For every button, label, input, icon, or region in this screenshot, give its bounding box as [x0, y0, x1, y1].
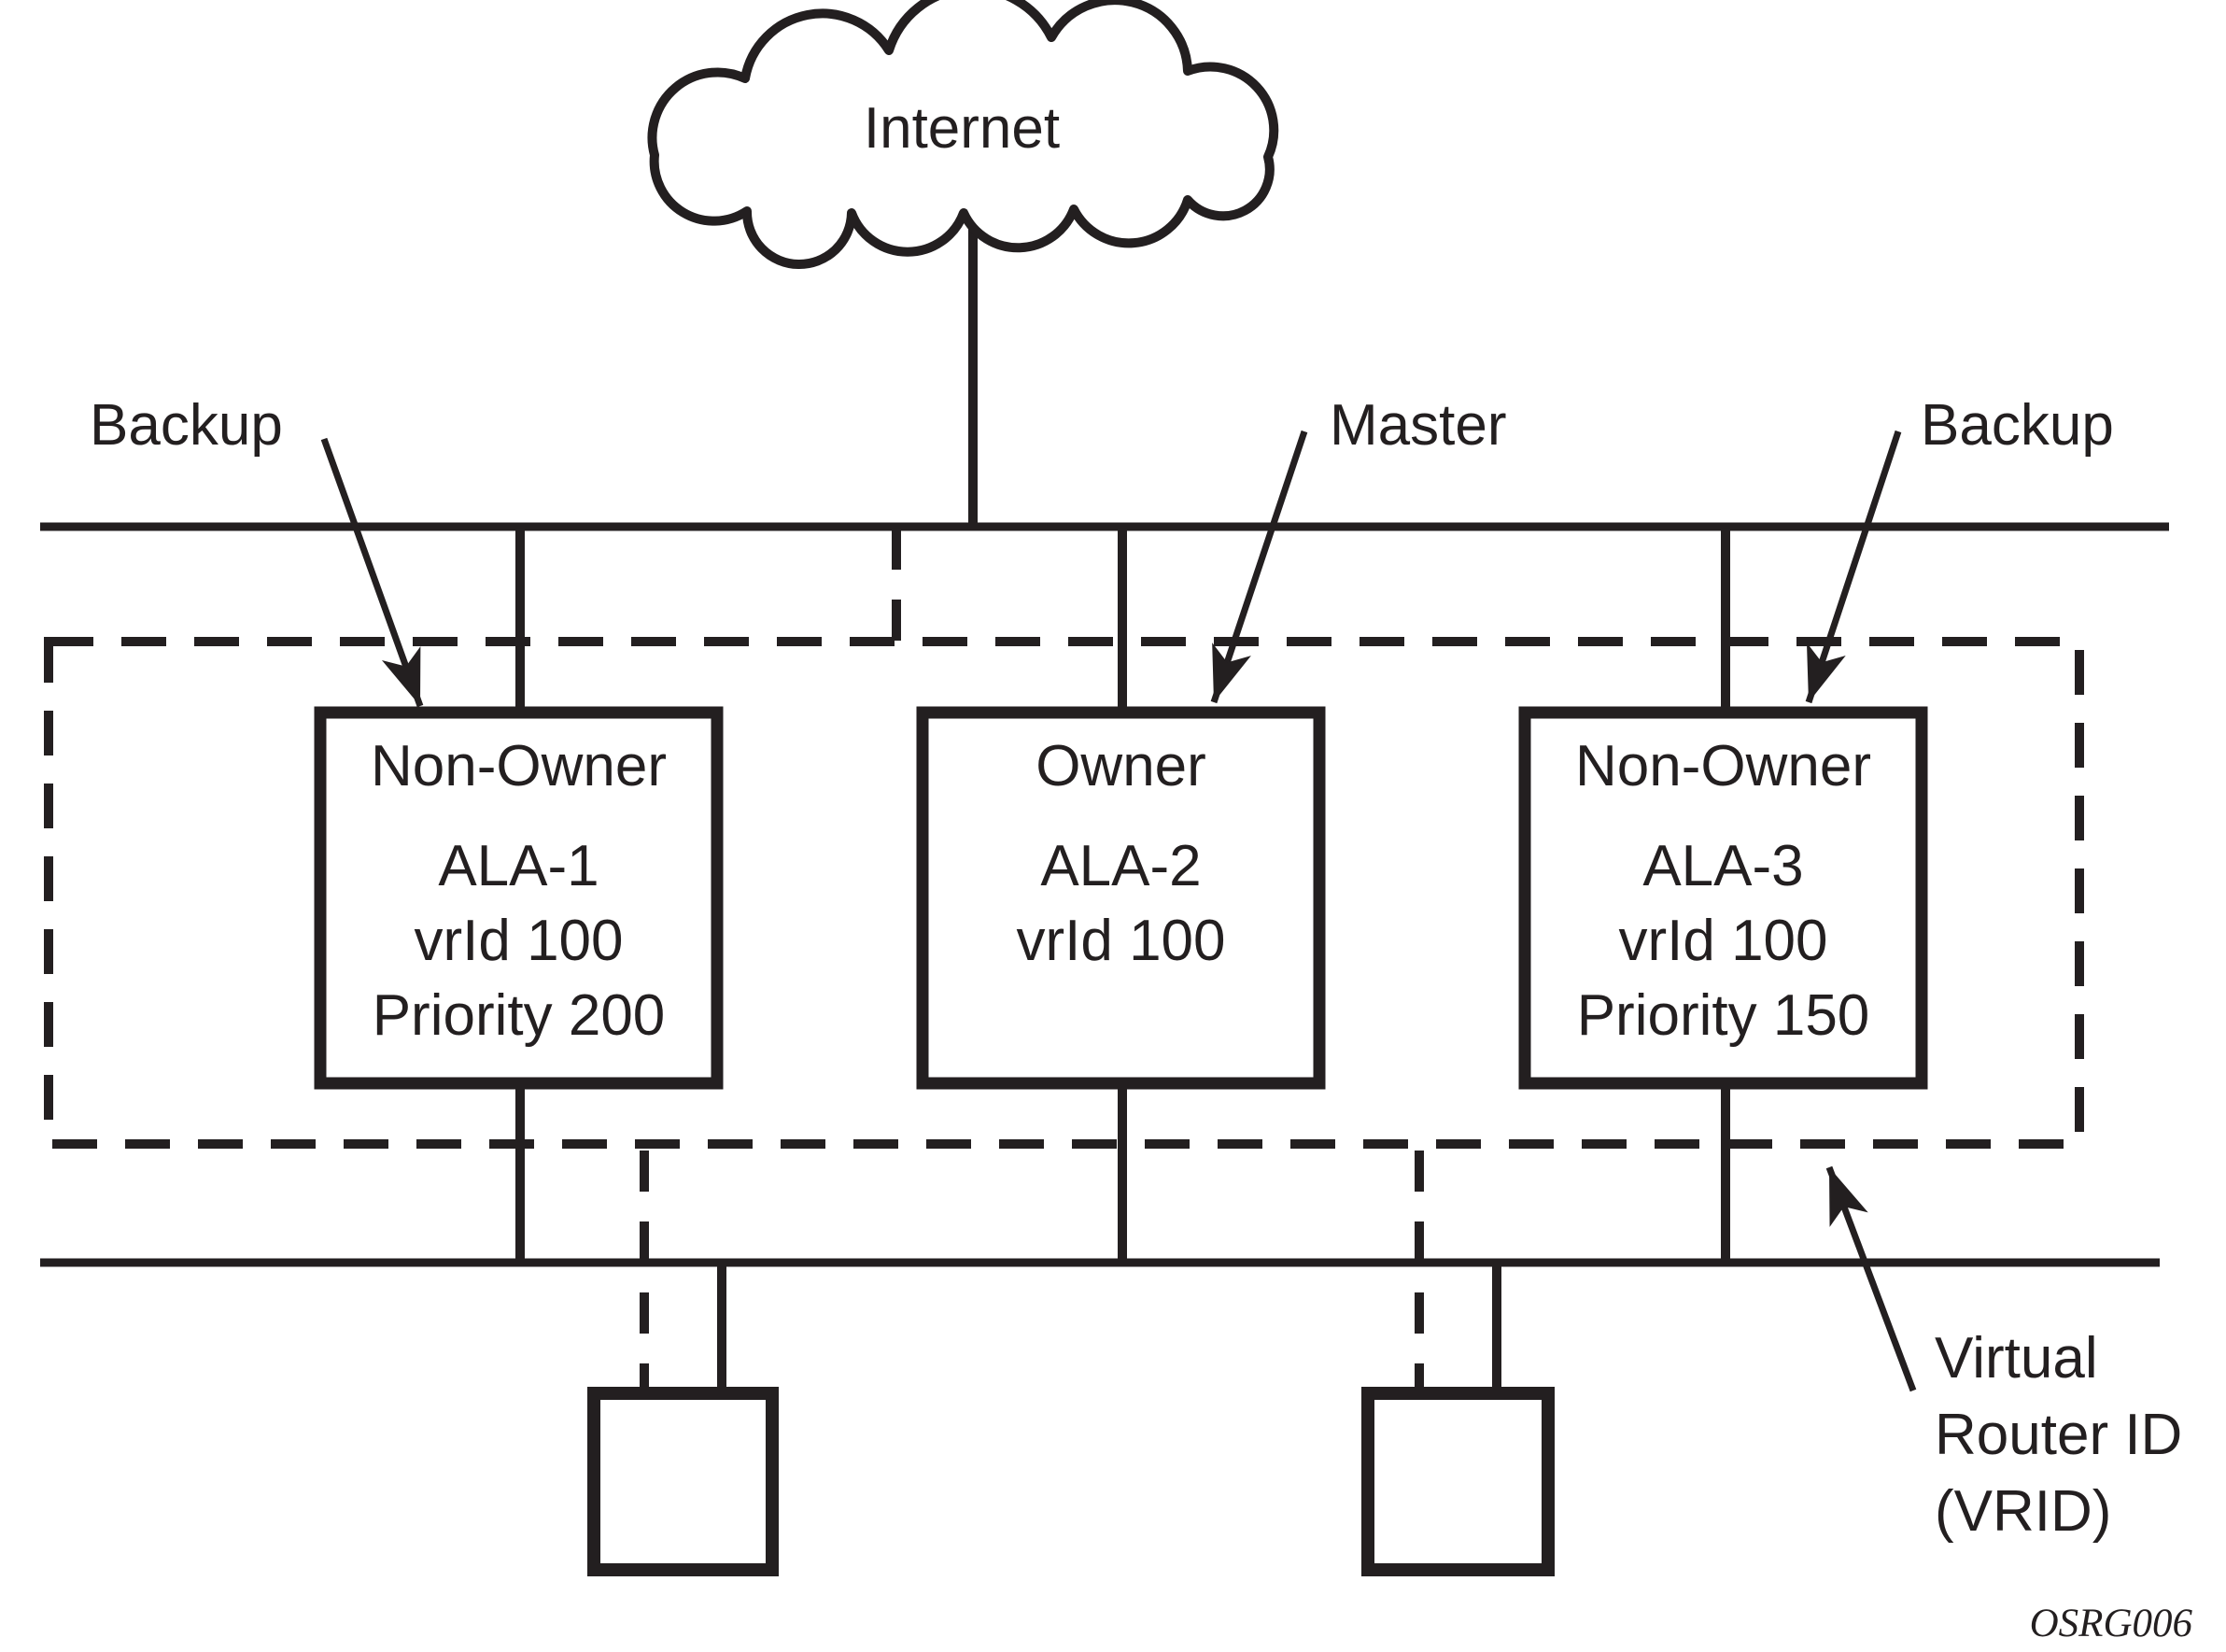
router-ala2-role: Owner: [1036, 734, 1206, 798]
internet-cloud: [647, 0, 1279, 269]
backup-right-label: Backup: [1921, 393, 2114, 458]
master-label: Master: [1330, 393, 1507, 458]
router-ala1-text: Non-Owner ALA-1 vrId 100 Priority 200: [320, 713, 717, 1083]
vrid-label-line3: (VRID): [1935, 1479, 2112, 1544]
vrid-label-line1: Virtual: [1935, 1326, 2098, 1391]
host2-box: [1361, 1387, 1555, 1576]
router-ala3-role: Non-Owner: [1575, 734, 1871, 798]
router-ala3-priority: Priority 150: [1576, 983, 1870, 1048]
backup-right-arrow: [1805, 430, 1902, 704]
router-ala1-name: ALA-1: [438, 834, 599, 898]
router-ala3-text: Non-Owner ALA-3 vrId 100 Priority 150: [1525, 713, 1922, 1083]
figure-code: OSRG006: [2029, 1602, 2192, 1645]
router-ala2-name: ALA-2: [1040, 834, 1202, 898]
vrid-label: Virtual Router ID (VRID): [1935, 1320, 2182, 1550]
router-box-ala2: [916, 706, 1326, 1090]
router-ala1-vrid: vrId 100: [414, 909, 624, 973]
router-ala2-text: Owner ALA-2 vrId 100: [923, 713, 1319, 1083]
backup-left-label: Backup: [90, 393, 283, 458]
vrid-boundary: [44, 637, 2084, 1149]
vrid-arrow: [1825, 1165, 1917, 1392]
router-ala1-priority: Priority 200: [372, 983, 666, 1048]
router-ala3-vrid: vrId 100: [1618, 909, 1828, 973]
router-ala2-vrid: vrId 100: [1016, 909, 1226, 973]
router-box-ala1: [314, 706, 724, 1090]
master-arrow: [1210, 430, 1308, 704]
router-ala3-name: ALA-3: [1642, 834, 1804, 898]
router-ala1-role: Non-Owner: [371, 734, 667, 798]
router-box-ala3: [1518, 706, 1928, 1090]
internet-label: Internet: [863, 96, 1061, 161]
host1-box: [587, 1387, 779, 1576]
vrid-label-line2: Router ID: [1935, 1403, 2183, 1467]
backup-left-arrow: [320, 437, 424, 708]
